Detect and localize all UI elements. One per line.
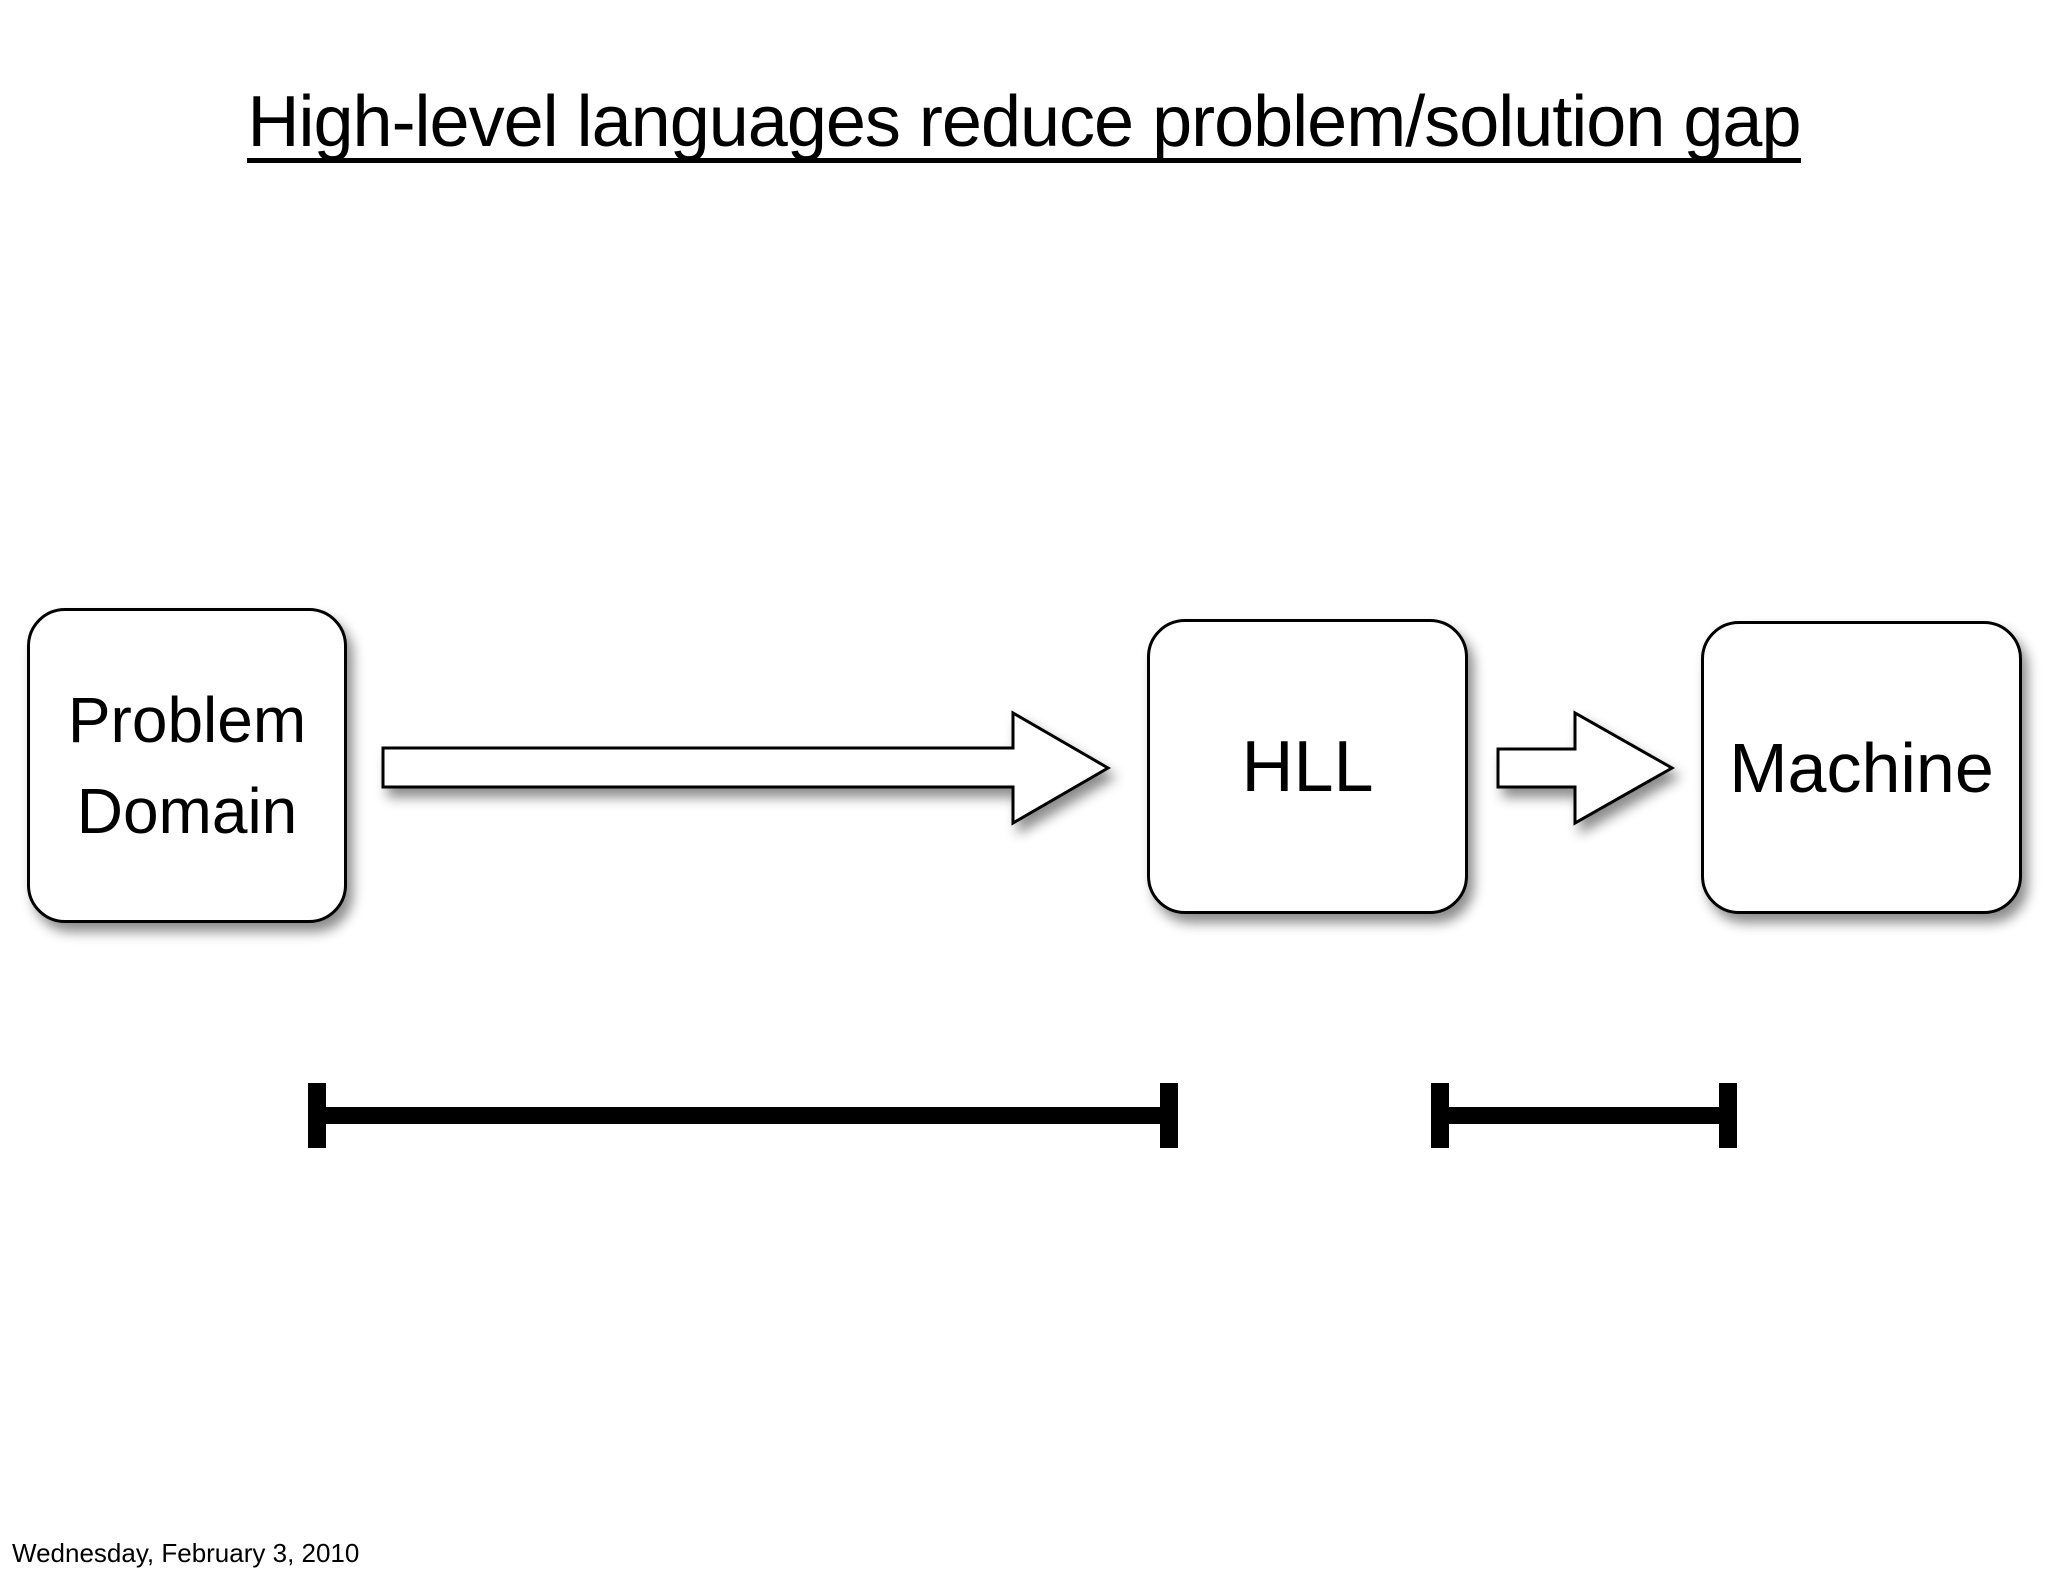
title-bar: High-level languages reduce problem/solu… <box>0 86 2048 163</box>
gap-marker-short <box>1431 1083 1737 1148</box>
gap-marker-long-right-cap <box>1160 1083 1178 1148</box>
node-machine-label: Machine <box>1729 728 1994 807</box>
node-hll: HLL <box>1147 619 1468 914</box>
slide-title: High-level languages reduce problem/solu… <box>247 82 1802 163</box>
arrow-hll-to-machine-icon <box>1496 710 1676 826</box>
node-hll-label: HLL <box>1241 726 1374 807</box>
slide-date: Wednesday, February 3, 2010 <box>12 1538 360 1568</box>
arrow-problem-to-hll-icon <box>381 710 1111 826</box>
gap-marker-long-bar <box>317 1107 1169 1124</box>
gap-marker-long <box>308 1083 1178 1148</box>
node-problem-domain-label: Problem Domain <box>67 683 307 847</box>
node-machine: Machine <box>1701 621 2022 914</box>
node-problem-domain: Problem Domain <box>27 608 347 923</box>
gap-marker-short-bar <box>1440 1107 1729 1124</box>
gap-marker-short-right-cap <box>1719 1083 1737 1148</box>
